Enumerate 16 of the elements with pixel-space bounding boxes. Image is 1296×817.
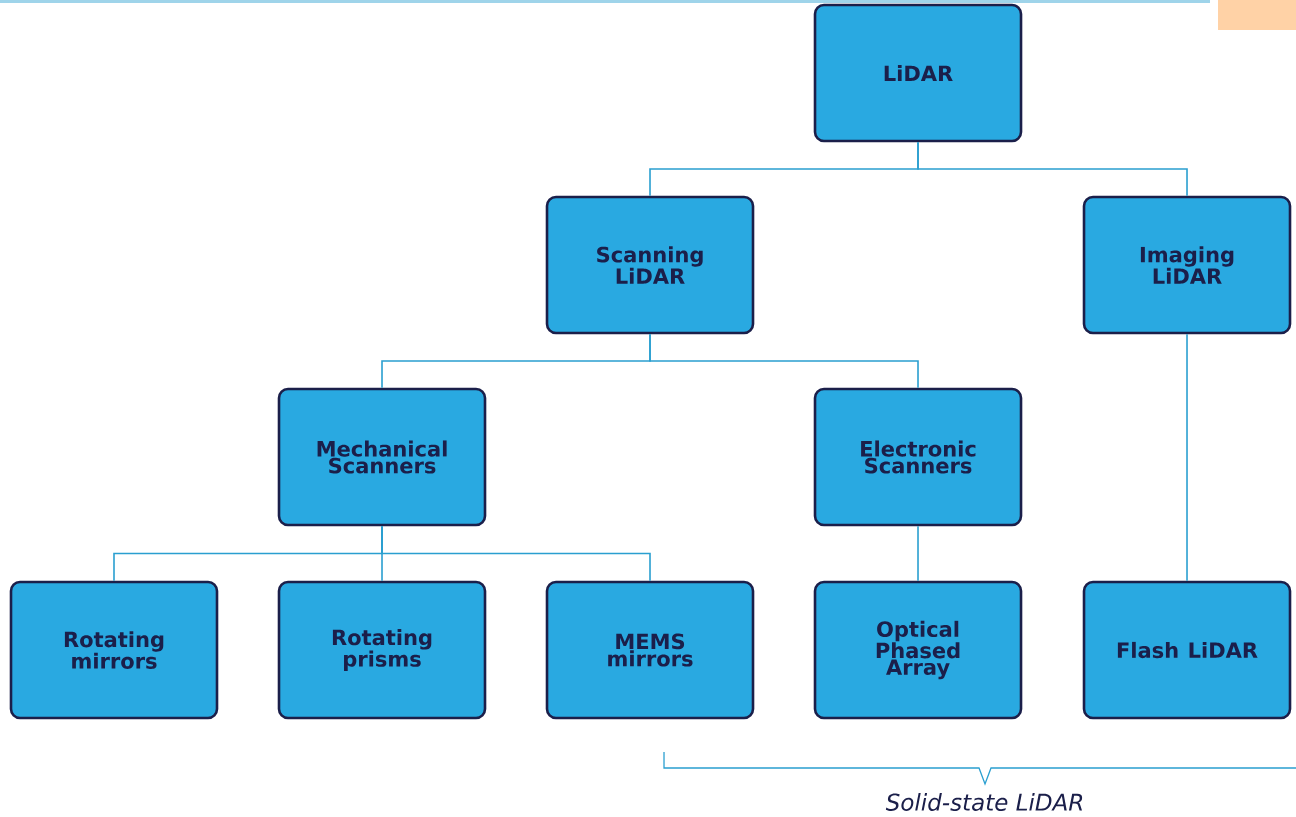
category-box: LiDAR <box>813 3 1023 143</box>
connector-line <box>381 525 651 582</box>
category-box: Electronic Scanners <box>813 387 1023 527</box>
category-box: MEMS mirrors <box>545 580 755 720</box>
connector-line <box>1186 333 1188 582</box>
bracket-label: Solid-state LiDAR <box>885 793 1083 811</box>
connector-line <box>917 141 1188 197</box>
category-box: Scanning LiDAR <box>545 195 755 335</box>
category-box: Mechanical Scanners <box>277 387 487 527</box>
category-box: Rotating mirrors <box>9 580 219 720</box>
category-box: Flash LiDAR <box>1082 580 1292 720</box>
category-box: Rotating prisms <box>277 580 487 720</box>
category-box: Imaging LiDAR <box>1082 195 1292 335</box>
connector-line <box>917 525 919 582</box>
category-box: Optical Phased Array <box>813 580 1023 720</box>
connector-line <box>649 333 919 389</box>
